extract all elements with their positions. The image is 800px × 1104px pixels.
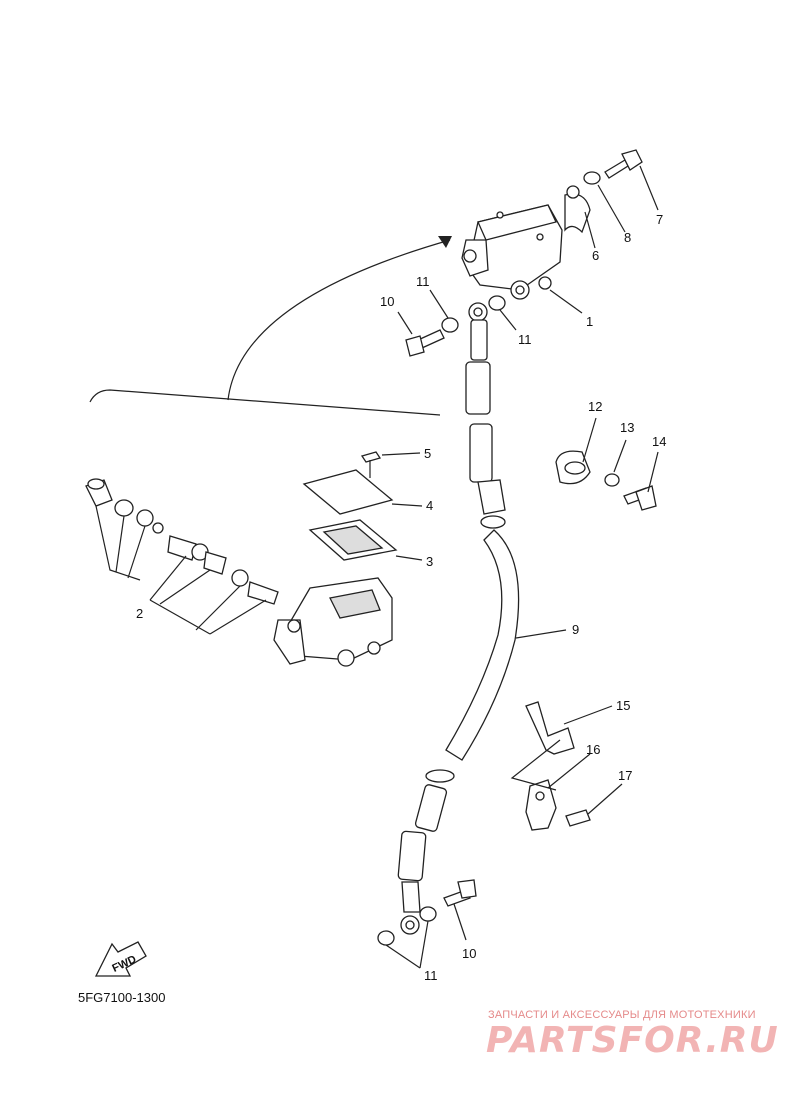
screw-5 [360,451,382,478]
label-11-top-right: 11 [518,332,532,347]
label-11-top-left: 11 [416,274,430,289]
label-5: 5 [424,446,431,461]
label-8: 8 [624,230,631,245]
label-15: 15 [616,698,630,713]
hose-clamp-12 [555,450,591,485]
piston-kit-2 [85,478,279,605]
label-4: 4 [426,498,433,513]
label-12: 12 [588,399,602,414]
label-6: 6 [592,248,599,263]
label-9: 9 [572,622,579,637]
label-16: 16 [586,742,600,757]
label-1: 1 [586,314,593,329]
label-11-bottom: 11 [424,968,438,983]
label-3: 3 [426,554,433,569]
banjo-bolt-10-bottom [443,879,477,907]
label-13: 13 [620,420,634,435]
bracket-16 [525,779,557,831]
bracket-15 [525,701,575,755]
washer-11-left [441,317,459,333]
screw-17 [565,809,591,827]
master-cylinder-top [461,204,563,300]
label-2: 2 [136,606,143,621]
washer-11-bottom-right [419,906,437,922]
master-cylinder-exploded [273,577,393,667]
label-14: 14 [652,434,666,449]
cap-4 [302,469,394,515]
label-17: 17 [618,768,632,783]
diagram-code: 5FG7100-1300 [78,990,166,1005]
banjo-bolt-10-top [405,329,445,357]
fwd-arrow: FWD [94,941,147,977]
label-10-bottom: 10 [462,946,476,961]
washer-8 [583,171,601,185]
washer-11-right [488,295,506,311]
label-7: 7 [656,212,663,227]
collar-13 [604,473,620,487]
bolt-7 [604,149,643,179]
bolt-14 [623,485,657,511]
watermark-tagline: ЗАПЧАСТИ И АКСЕССУАРЫ ДЛЯ МОТОТЕХНИКИ [488,1009,756,1021]
diaphragm-3 [308,519,398,561]
washer-11-bottom-left [377,930,395,946]
watermark-logo: PARTSFOR.RU [486,1020,779,1061]
clamp-holder [564,185,591,234]
brake-hose [397,302,520,935]
label-10-top: 10 [380,294,394,309]
